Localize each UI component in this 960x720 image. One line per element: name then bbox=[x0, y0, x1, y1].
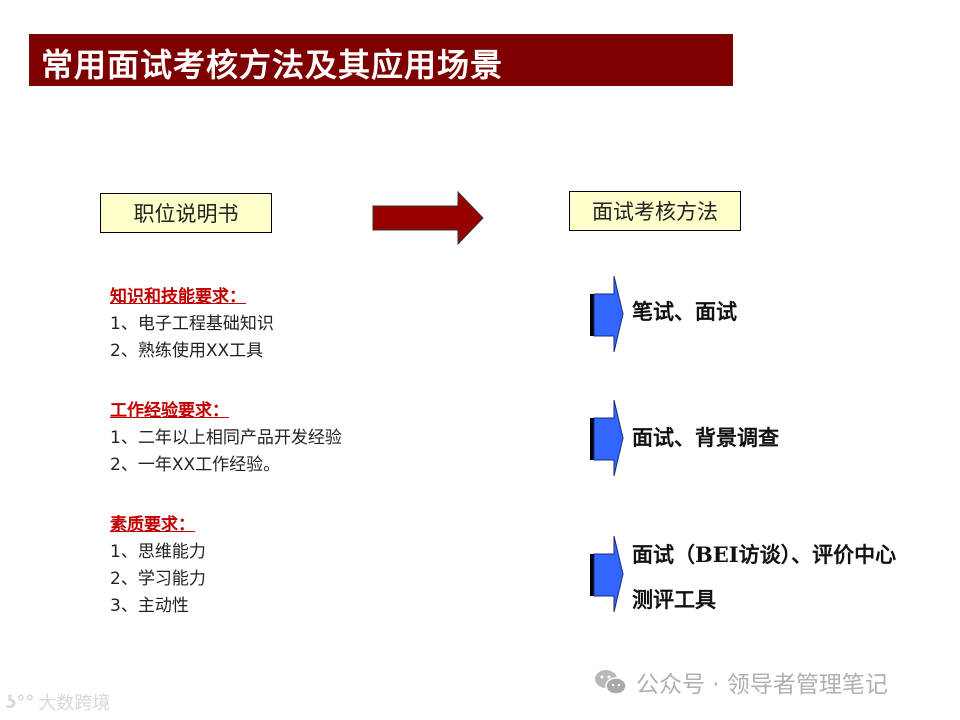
title-bar: 常用面试考核方法及其应用场景 bbox=[29, 34, 733, 86]
list-item: 1、思维能力 bbox=[110, 542, 206, 562]
method-text: 面试（BEI访谈）、评价中心 bbox=[632, 542, 897, 567]
list-item: 2、学习能力 bbox=[110, 569, 206, 589]
method-text: 面试、背景调查 bbox=[632, 425, 779, 450]
knowledge-skills-section: 知识和技能要求： 1、电子工程基础知识 2、熟练使用XX工具 bbox=[110, 284, 274, 365]
page-title: 常用面试考核方法及其应用场景 bbox=[41, 46, 504, 84]
list-item: 2、熟练使用XX工具 bbox=[110, 341, 264, 361]
interview-methods-box: 面试考核方法 bbox=[569, 191, 741, 231]
logo-text: 大数跨境 bbox=[38, 693, 111, 714]
work-experience-section: 工作经验要求： 1、二年以上相同产品开发经验 2、一年XX工作经验。 bbox=[110, 398, 342, 479]
method-text: 测评工具 bbox=[632, 587, 716, 612]
list-item: 3、主动性 bbox=[110, 596, 189, 616]
chevron-right-icon bbox=[590, 535, 624, 613]
chevron-right-icon bbox=[590, 399, 624, 477]
section-heading: 素质要求： bbox=[110, 515, 195, 535]
logo-icon: ʖ°° bbox=[6, 691, 35, 713]
right-arrow-icon bbox=[372, 191, 484, 245]
competency-section: 素质要求： 1、思维能力 2、学习能力 3、主动性 bbox=[110, 512, 206, 620]
watermark-text: 公众号 · 领导者管理笔记 bbox=[636, 672, 888, 698]
method-text: 笔试、面试 bbox=[632, 299, 737, 324]
list-item: 1、电子工程基础知识 bbox=[110, 314, 274, 334]
section-heading: 工作经验要求： bbox=[110, 401, 229, 421]
job-description-box: 职位说明书 bbox=[100, 193, 272, 233]
list-item: 1、二年以上相同产品开发经验 bbox=[110, 428, 342, 448]
list-item: 2、一年XX工作经验。 bbox=[110, 455, 281, 475]
brand-logo: ʖ°° 大数跨境 bbox=[6, 689, 110, 715]
section-heading: 知识和技能要求： bbox=[110, 287, 246, 307]
chevron-right-icon bbox=[590, 275, 624, 353]
wechat-icon bbox=[595, 670, 627, 695]
watermark: 公众号 · 领导者管理笔记 bbox=[594, 665, 888, 699]
